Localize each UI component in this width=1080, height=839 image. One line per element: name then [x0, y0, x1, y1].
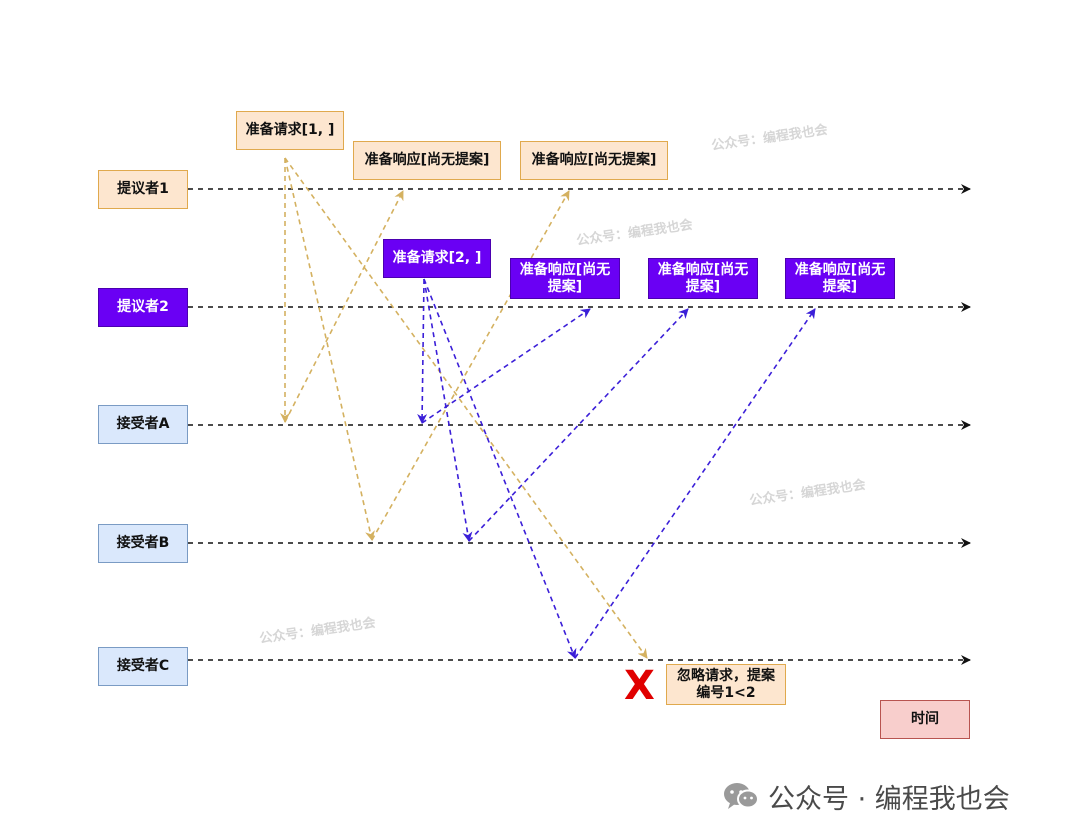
message-p2-promise: 准备响应[尚无提案]: [785, 258, 895, 299]
arrow-p2-prepare-to-c: [423, 278, 577, 659]
arrow-p2-promise-from-b: [468, 308, 689, 542]
wechat-icon: [724, 783, 759, 809]
message-p2-promise: 准备响应[尚无提案]: [510, 258, 620, 299]
arrow-p2-prepare-to-a: [417, 278, 428, 424]
arrow-p1-promise-from-a: [284, 190, 404, 423]
arrow-p2-promise-from-a: [421, 308, 591, 424]
message-p2-promise: 准备响应[尚无提案]: [648, 258, 758, 299]
message-p1-promise: 准备响应[尚无提案]: [353, 141, 501, 180]
arrow-p2-promise-from-c: [574, 308, 816, 659]
actor-proposer2: 提议者2: [98, 288, 188, 327]
time-legend: 时间: [880, 700, 970, 739]
reject-x-icon: X: [624, 663, 655, 709]
message-p2-prepare: 准备请求[2, ]: [383, 239, 491, 278]
arrow-p1-prepare-to-b: [284, 157, 375, 541]
message-p1-promise: 准备响应[尚无提案]: [520, 141, 668, 180]
arrow-p1-prepare-to-c: [284, 157, 648, 659]
arrow-p1-promise-from-b: [371, 190, 570, 541]
actor-proposer1: 提议者1: [98, 170, 188, 209]
footer-text: 公众号 · 编程我也会: [768, 783, 1010, 815]
ignore-request-note: 忽略请求，提案编号1<2: [666, 664, 786, 705]
footer-account: 公众号 · 编程我也会: [722, 778, 1010, 815]
arrow-p2-prepare-to-b: [423, 278, 473, 542]
message-p1-prepare: 准备请求[1, ]: [236, 111, 344, 150]
actor-acceptor-c: 接受者C: [98, 647, 188, 686]
actor-acceptor-a: 接受者A: [98, 405, 188, 444]
actor-acceptor-b: 接受者B: [98, 524, 188, 563]
